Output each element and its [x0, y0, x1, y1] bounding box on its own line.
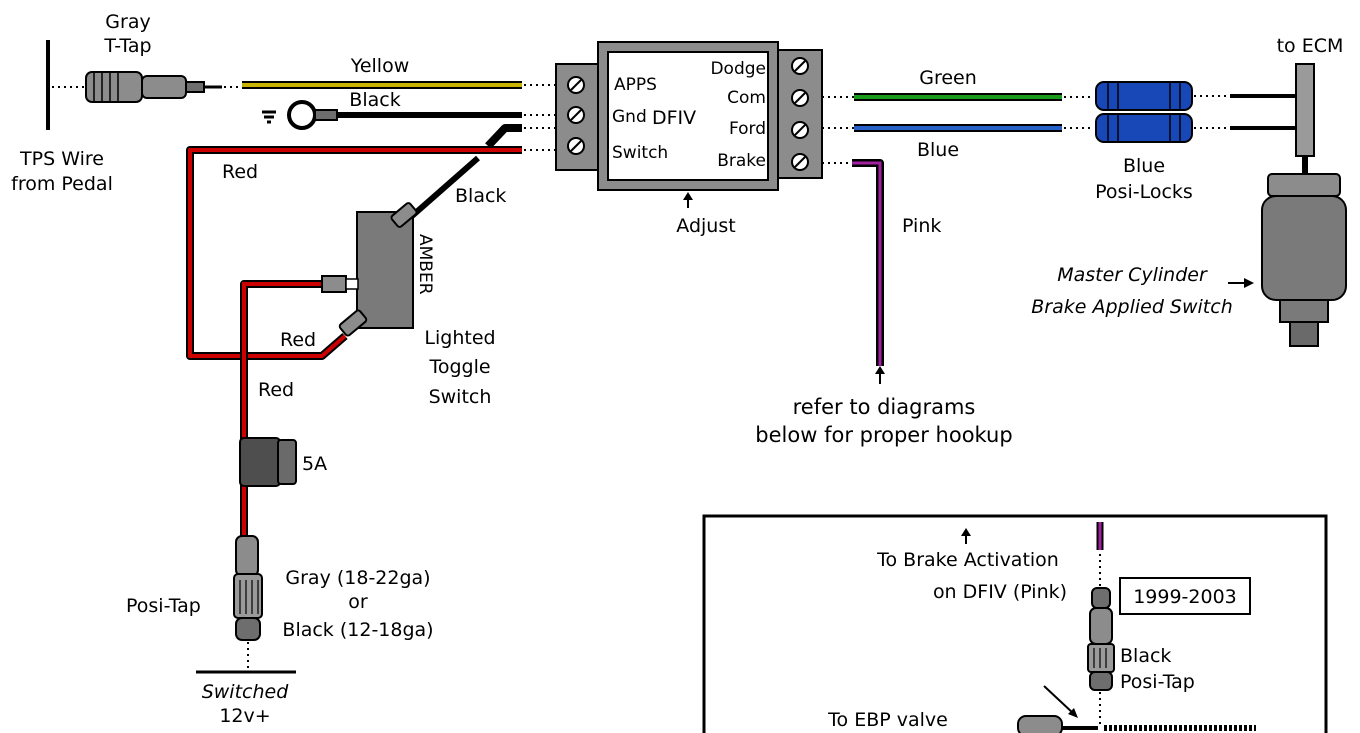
- red-wire-loop: Red Red: [186, 146, 556, 360]
- inset-diagram: To Brake Activation on DFIV (Pink) 1999-…: [702, 514, 1328, 733]
- black-wire-label: Black: [349, 89, 400, 111]
- posi-lock-top-icon: [1095, 81, 1193, 111]
- green-wire: Green: [822, 67, 1094, 101]
- black-switch-wire-label: Black: [455, 185, 506, 207]
- terminal-com: Com: [727, 88, 766, 108]
- toggle-label-2: Toggle: [428, 356, 490, 378]
- inset-up-arrow-icon: [961, 528, 971, 544]
- inset-ebp-label: To EBP valve: [827, 709, 948, 731]
- toggle-switch: AMBER Lighted Toggle Switch: [321, 202, 496, 408]
- red-fuse-wire: Red: [240, 280, 322, 536]
- pink-wire: Pink: [822, 159, 941, 366]
- spade-terminal-mid-icon: [321, 275, 359, 293]
- inset-tap-label-1: Black: [1120, 645, 1171, 667]
- blue-wire: Blue: [822, 124, 1094, 161]
- toggle-label-1: Lighted: [424, 327, 495, 349]
- posi-locks-label-1: Blue: [1123, 155, 1165, 177]
- arrow-right-icon: [1228, 278, 1254, 288]
- power-label-1: Switched: [202, 681, 290, 703]
- year-range: 1999-2003: [1133, 586, 1237, 608]
- blue-wire-label: Blue: [917, 139, 959, 161]
- posi-tap-option-3: Black (12-18ga): [282, 619, 433, 641]
- posi-tap-label: Posi-Tap: [126, 595, 201, 617]
- inset-pointer-arrow-icon: [1043, 685, 1078, 718]
- adjust-arrow-icon: [683, 192, 693, 208]
- brake-switch-label-2: Brake Applied Switch: [1031, 296, 1233, 318]
- tps-wire-label-2: from Pedal: [11, 173, 113, 195]
- yellow-wire-label: Yellow: [350, 55, 410, 77]
- ground-symbol-icon: [262, 110, 276, 124]
- terminal-dodge: Dodge: [710, 59, 766, 79]
- toggle-switch-body: [356, 211, 414, 329]
- ring-terminal-icon: [287, 100, 317, 130]
- terminal-apps: APPS: [614, 75, 657, 95]
- brake-switch-label-1: Master Cylinder: [1057, 264, 1208, 286]
- tps-wire-label-1: TPS Wire: [19, 148, 104, 170]
- brake-switch-icon: [1261, 63, 1347, 347]
- year-range-box: [1119, 577, 1251, 615]
- red-switch-label: Red: [280, 329, 316, 351]
- note-arrow-icon: [875, 366, 885, 384]
- amber-label: AMBER: [415, 234, 435, 295]
- t-tap-label-2: T-Tap: [103, 35, 151, 57]
- terminal-brake: Brake: [717, 151, 766, 171]
- fuse-icon: [239, 437, 297, 487]
- tps-wire-group: Gray T-Tap TPS Wire from Pedal: [11, 11, 242, 195]
- terminal-ford: Ford: [729, 119, 766, 139]
- dfiv-name: DFIV: [652, 107, 696, 129]
- ground-wire: Black: [262, 89, 556, 130]
- t-tap-label-1: Gray: [105, 11, 150, 33]
- left-screw-icons: [567, 76, 585, 155]
- note-line-2: below for proper hookup: [755, 423, 1012, 447]
- yellow-wire: Yellow: [242, 55, 556, 89]
- dfiv-module: APPS Gnd Switch DFIV Dodge Com Ford Brak…: [555, 41, 823, 237]
- posi-locks-label-2: Posi-Locks: [1095, 181, 1193, 203]
- black-switch-wire: Black: [410, 124, 556, 219]
- toggle-label-3: Switch: [429, 386, 492, 408]
- inset-tap-label-2: Posi-Tap: [1120, 671, 1195, 693]
- inset-frame: [702, 514, 1328, 733]
- inset-brake-label-2: on DFIV (Pink): [933, 581, 1067, 603]
- spade-terminal-top-icon: [390, 202, 418, 228]
- posi-lock-bottom-icon: [1095, 113, 1193, 143]
- red-fuse-label: Red: [258, 379, 294, 401]
- red-top-label: Red: [222, 161, 258, 183]
- posi-tap-option-2: or: [348, 591, 368, 613]
- green-wire-label: Green: [919, 67, 977, 89]
- inset-posi-tap-icon: [1087, 587, 1115, 691]
- inset-brake-label-1: To Brake Activation: [876, 549, 1059, 571]
- hookup-note: refer to diagrams below for proper hooku…: [755, 366, 1013, 447]
- adjust-label: Adjust: [676, 215, 735, 237]
- posi-tap-icon: [233, 535, 263, 641]
- posi-tap-option-1: Gray (18-22ga): [285, 567, 430, 589]
- ebp-connector-icon: [1017, 715, 1256, 733]
- gray-t-tap-icon: [85, 71, 205, 103]
- fuse-label: 5A: [302, 453, 327, 475]
- terminal-switch: Switch: [612, 143, 668, 163]
- terminal-gnd: Gnd: [612, 107, 647, 127]
- ecm-label: to ECM: [1277, 35, 1344, 57]
- pink-wire-label: Pink: [902, 215, 941, 237]
- note-line-1: refer to diagrams: [793, 395, 976, 419]
- right-screw-icons: [791, 57, 809, 171]
- power-label-2: 12v+: [219, 705, 270, 727]
- spade-terminal-bottom-icon: [338, 309, 368, 337]
- dfiv-face: [607, 51, 769, 181]
